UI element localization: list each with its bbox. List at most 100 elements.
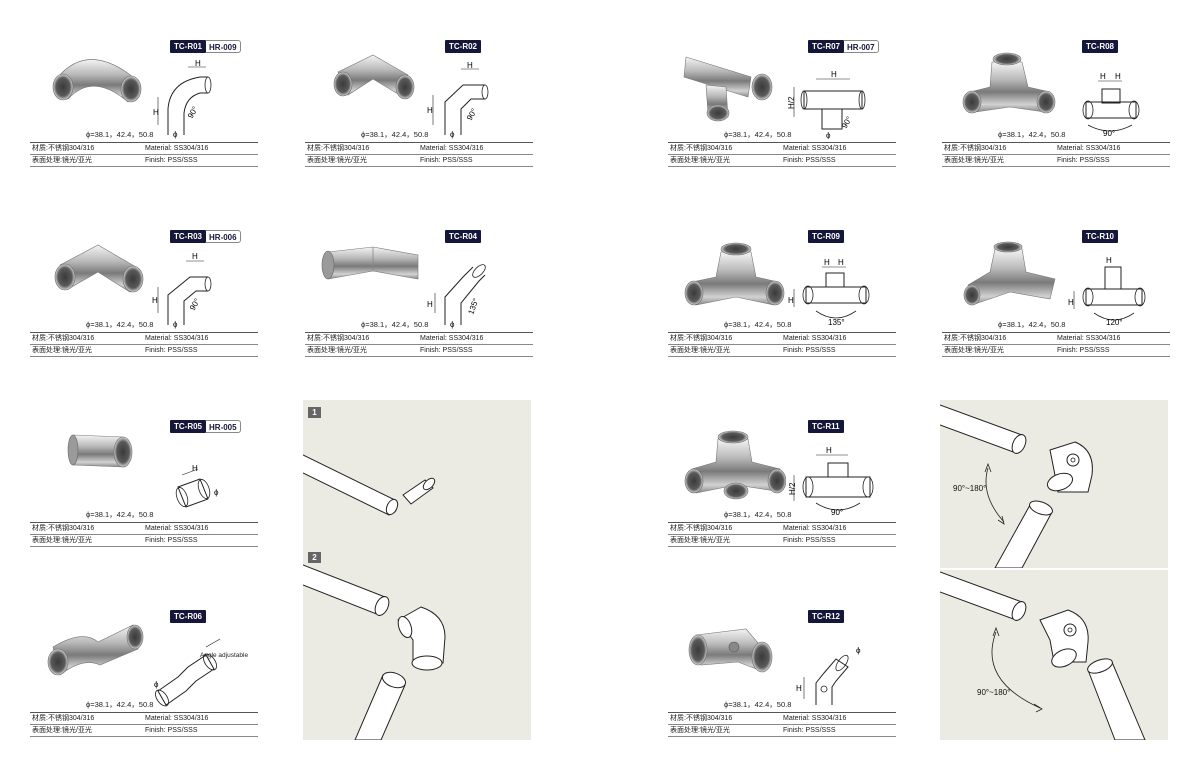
product-card-tc-r02: TC-R02 H H ϕ 90° ϕ=38.1，42.4，50.8 材质:不锈钢… xyxy=(305,37,533,172)
angle-label: 135° xyxy=(828,318,845,327)
product-code-badge: TC-R03 HR-006 xyxy=(170,230,241,243)
material-en: Material: SS304/316 xyxy=(783,525,847,532)
assembly-step-1-panel: 1 xyxy=(303,400,531,545)
alt-code: HR-006 xyxy=(206,230,241,243)
finish-en: Finish: PSS/SSS xyxy=(420,347,473,354)
diameter-options: ϕ=38.1，42.4，50.8 xyxy=(998,320,1066,329)
product-code: TC-R05 xyxy=(170,420,207,433)
dimension-diagram: H H ϕ 90° xyxy=(152,252,212,329)
product-code-badge: TC-R01 HR-009 xyxy=(170,40,241,53)
material-en: Material: SS304/316 xyxy=(1057,335,1121,342)
material-en: Material: SS304/316 xyxy=(145,715,209,722)
material-en: Material: SS304/316 xyxy=(145,335,209,342)
diameter-options: ϕ=38.1，42.4，50.8 xyxy=(724,130,792,139)
finish-en: Finish: PSS/SSS xyxy=(783,727,836,734)
diameter-options: ϕ=38.1，42.4，50.8 xyxy=(361,130,429,139)
dim-h-label: H xyxy=(831,70,837,79)
product-code: TC-R07 xyxy=(808,40,845,53)
alt-code: HR-007 xyxy=(844,40,879,53)
product-card-tc-r01: TC-R01 HR-009 H H ϕ 90° ϕ=38.1，42.4，50.8… xyxy=(30,37,258,172)
material-en: Material: SS304/316 xyxy=(783,145,847,152)
dim-h-label: H xyxy=(467,61,473,70)
angle-label: 90° xyxy=(188,297,202,312)
finish-cn: 表面处理:镜光/亚光 xyxy=(670,727,730,734)
product-card-tc-r06: TC-R06 Angle adjustable ϕ ϕ=38.1，42.4，50… xyxy=(30,607,258,742)
diameter-options: ϕ=38.1，42.4，50.8 xyxy=(86,700,154,709)
product-photo-adjustable-joiner xyxy=(47,624,144,676)
finish-en: Finish: PSS/SSS xyxy=(783,347,836,354)
dimension-diagram: ϕ xyxy=(154,638,221,707)
finish-cn: 表面处理:镜光/亚光 xyxy=(32,347,92,354)
dimension-diagram: H H/2 90° xyxy=(788,446,874,517)
product-code-badge: TC-R06 xyxy=(170,610,207,623)
product-card-tc-r05: TC-R05 HR-005 H ϕ ϕ=38.1，42.4，50.8 材质:不锈… xyxy=(30,417,258,552)
diameter-options: ϕ=38.1，42.4，50.8 xyxy=(86,320,154,329)
product-card-tc-r11: TC-R11 H H/2 90° ϕ=38.1，42.4，50.8 材质:不锈钢… xyxy=(668,417,896,552)
product-code: TC-R01 xyxy=(170,40,207,53)
dim-h-label: H xyxy=(826,446,832,455)
product-card-tc-r09: TC-R09 H H H 135° ϕ=38.1，42.4，50.8 材质:不锈… xyxy=(668,227,896,362)
dim-h-label: H xyxy=(1068,298,1074,307)
diameter-options: ϕ=38.1，42.4，50.8 xyxy=(998,130,1066,139)
product-code-badge: TC-R11 xyxy=(808,420,844,433)
finish-cn: 表面处理:镜光/亚光 xyxy=(670,157,730,164)
dim-phi-label: ϕ xyxy=(856,646,861,655)
material-en: Material: SS304/316 xyxy=(420,145,484,152)
product-code: TC-R10 xyxy=(1082,230,1119,243)
dimension-diagram: H H 90° xyxy=(1082,72,1140,138)
angle-label: 120° xyxy=(1106,318,1123,327)
finish-cn: 表面处理:镜光/亚光 xyxy=(670,347,730,354)
assembly-angle-panel-2: 90°~180° xyxy=(940,570,1168,740)
angle-label: 90° xyxy=(1103,129,1115,138)
dim-h-label: H xyxy=(195,59,201,68)
dim-phi-label: ϕ xyxy=(214,488,219,497)
dim-h-label: H xyxy=(1106,256,1112,265)
diameter-options: ϕ=38.1，42.4，50.8 xyxy=(724,700,792,709)
assembly-illustration xyxy=(303,564,446,740)
product-photo-elbow-mitre xyxy=(333,54,415,100)
diameter-options: ϕ=38.1，42.4，50.8 xyxy=(724,510,792,519)
product-code: TC-R11 xyxy=(808,420,844,433)
dimension-diagram: H ϕ xyxy=(175,464,219,508)
dim-h-label: H xyxy=(824,258,830,267)
assembly-angle-panel-1: 90°~180° xyxy=(940,400,1168,568)
dim-h-half-label: H/2 xyxy=(787,96,796,109)
product-code-badge: TC-R10 xyxy=(1082,230,1119,243)
product-code-badge: TC-R05 HR-005 xyxy=(170,420,241,433)
finish-cn: 表面处理:镜光/亚光 xyxy=(944,157,1004,164)
dim-h-label: H xyxy=(796,684,802,693)
dim-phi-label: ϕ xyxy=(450,320,455,329)
product-code-badge: TC-R02 xyxy=(445,40,482,53)
finish-en: Finish: PSS/SSS xyxy=(1057,347,1110,354)
material-cn: 材质:不锈钢304/316 xyxy=(307,145,370,152)
dim-phi-label: ϕ xyxy=(173,130,178,139)
product-photo-adjustable-elbow xyxy=(688,628,773,673)
material-cn: 材质:不锈钢304/316 xyxy=(32,145,95,152)
dim-phi-label: ϕ xyxy=(173,320,178,329)
assembly-illustration xyxy=(303,454,436,516)
product-code: TC-R09 xyxy=(808,230,845,243)
product-code-badge: TC-R09 xyxy=(808,230,845,243)
material-en: Material: SS304/316 xyxy=(145,525,209,532)
product-card-tc-r10: TC-R10 H H 120° ϕ=38.1，42.4，50.8 材质:不锈钢3… xyxy=(942,227,1170,362)
finish-en: Finish: PSS/SSS xyxy=(145,727,198,734)
dimension-diagram: H/2 H ϕ 90° xyxy=(787,70,866,139)
product-photo-straight-joiner xyxy=(67,434,133,468)
product-code: TC-R03 xyxy=(170,230,207,243)
product-photo-elbow-mitre xyxy=(54,244,144,293)
material-cn: 材质:不锈钢304/316 xyxy=(32,525,95,532)
material-cn: 材质:不锈钢304/316 xyxy=(670,335,733,342)
diameter-options: ϕ=38.1，42.4，50.8 xyxy=(86,130,154,139)
angle-range-label: 90°~180° xyxy=(977,688,1011,697)
finish-en: Finish: PSS/SSS xyxy=(1057,157,1110,164)
step-number: 1 xyxy=(308,407,321,418)
material-en: Material: SS304/316 xyxy=(420,335,484,342)
